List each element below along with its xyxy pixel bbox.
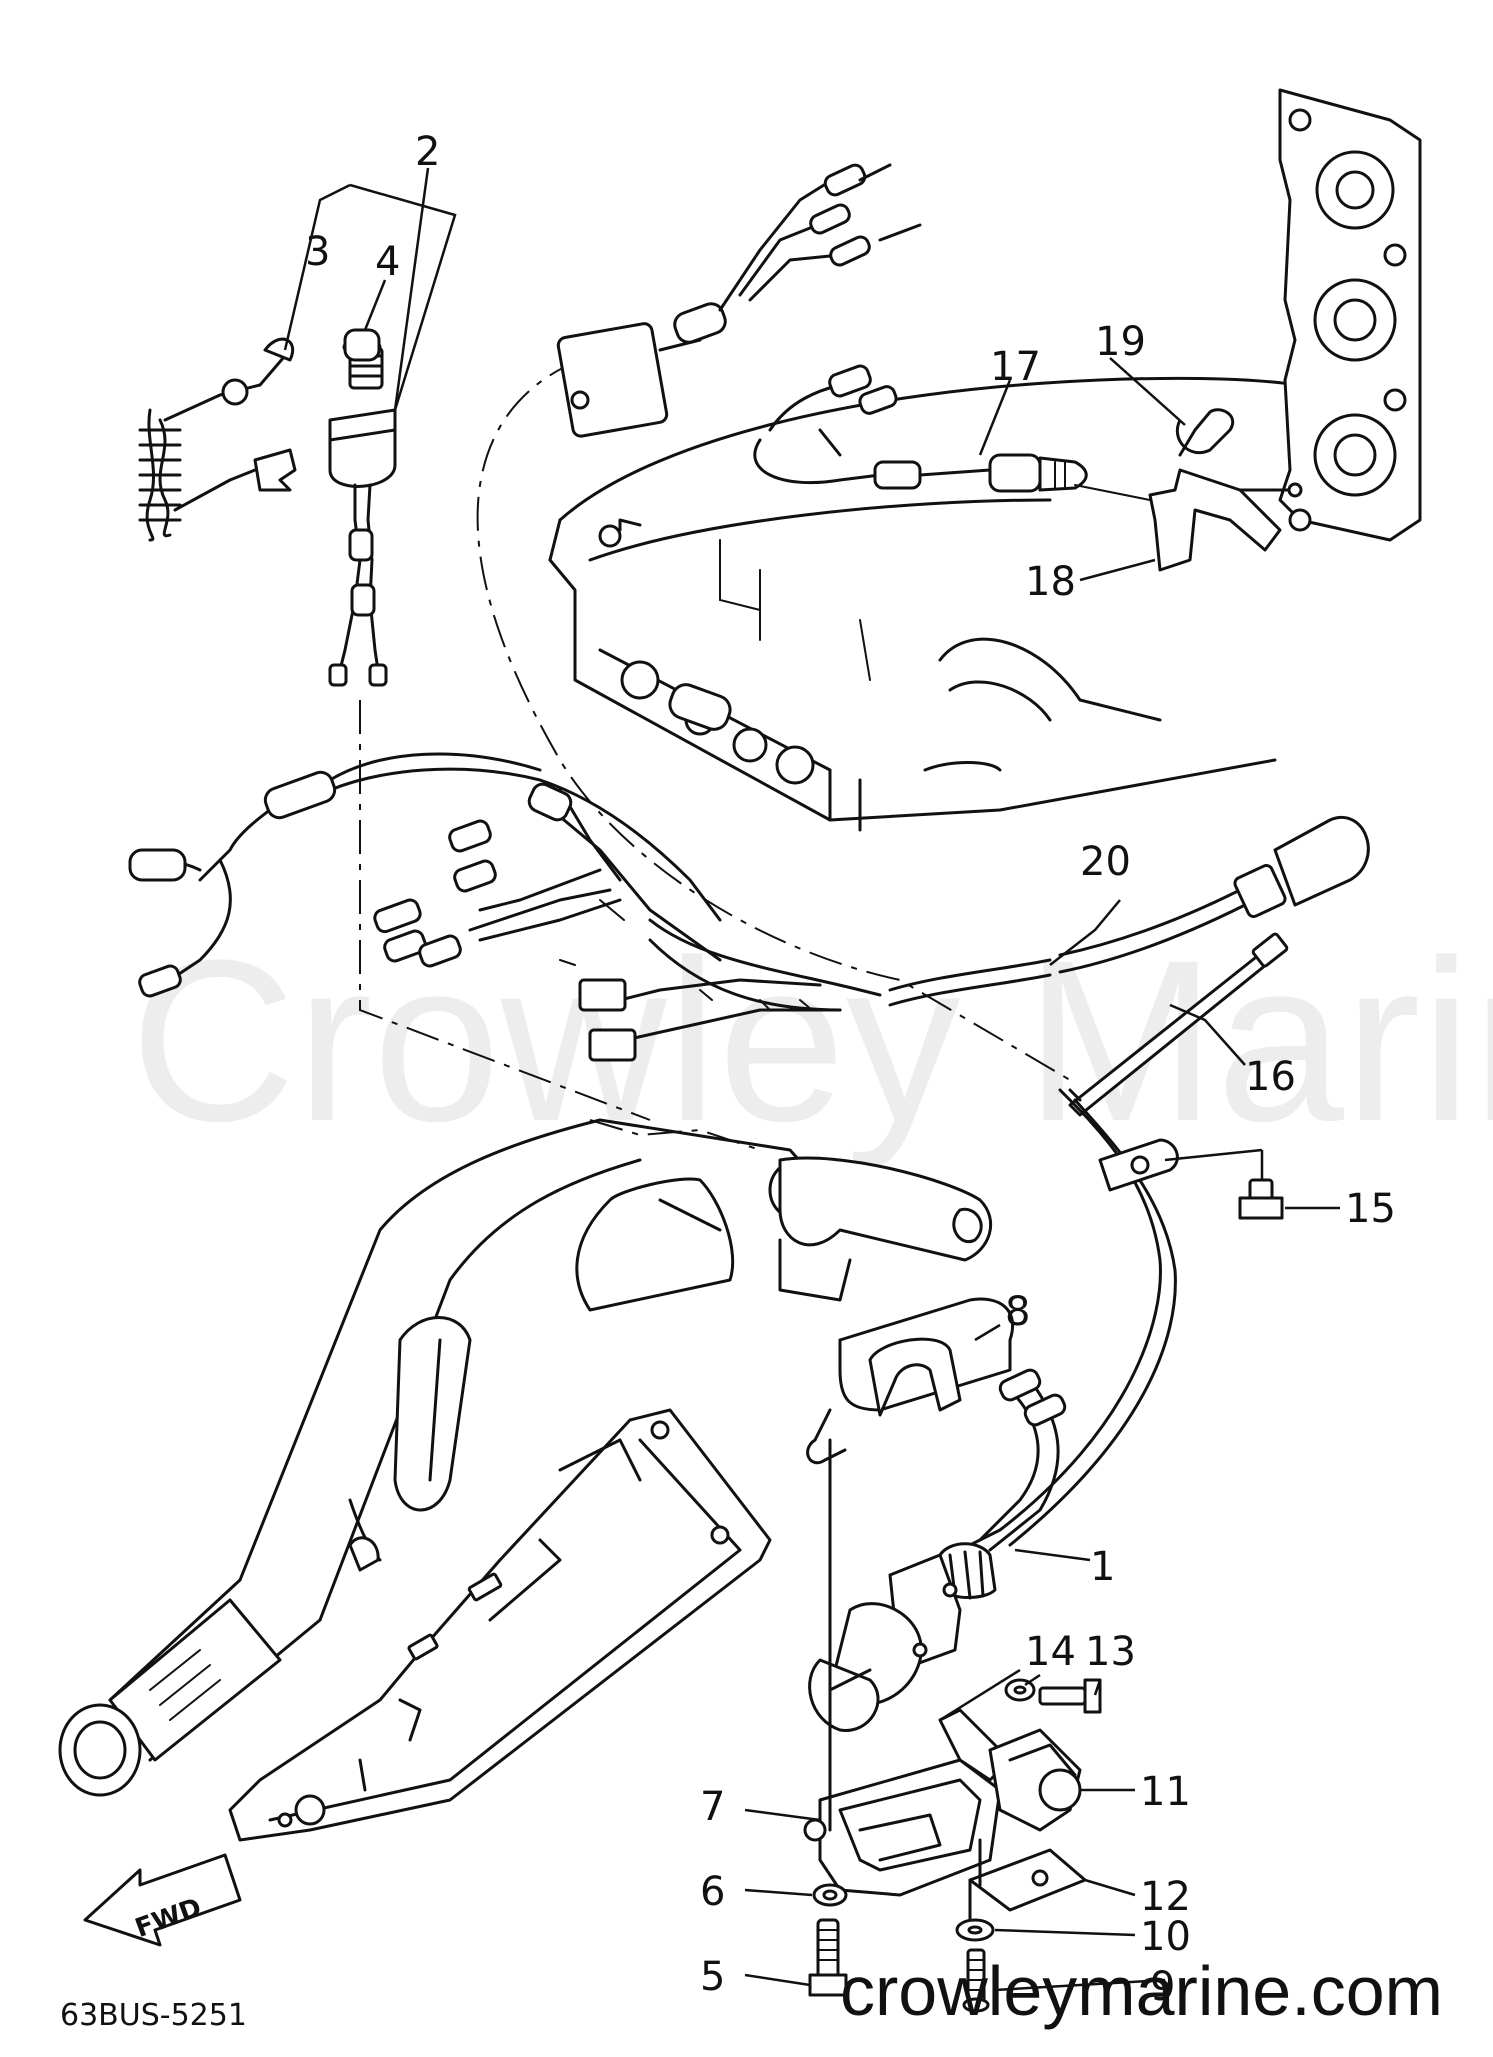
tiller-guide-line <box>589 1119 761 1151</box>
watermark-url: crowleymarine.com <box>840 1952 1443 2030</box>
bolt-15 <box>1238 1178 1284 1220</box>
washer-10 <box>955 1918 995 1942</box>
key-switch-1 <box>808 1368 1067 1732</box>
callout-7: 7 <box>700 1784 725 1830</box>
watermark-center: Crowley Marine <box>130 912 1493 1169</box>
callout-12: 12 <box>1140 1874 1191 1920</box>
washer-6 <box>812 1883 848 1907</box>
bolt-5 <box>808 1918 848 1997</box>
callout-5: 5 <box>700 1954 725 2000</box>
main-harness <box>128 752 882 1062</box>
callout-19: 19 <box>1095 319 1146 365</box>
bottom-cover <box>228 1408 772 1842</box>
callout-9: 9 <box>1150 1964 1175 2010</box>
screw-9 <box>962 1948 990 2013</box>
cable-20 <box>888 816 1370 1007</box>
callout-1: 1 <box>1090 1544 1115 1590</box>
kill-switch-2 <box>328 346 397 687</box>
callout-20: 20 <box>1080 839 1131 885</box>
callouts: 1 2 3 4 5 6 7 8 9 10 11 12 13 14 15 16 1… <box>305 129 1396 2010</box>
top-harness <box>556 163 922 438</box>
bolt-13 <box>1038 1678 1102 1714</box>
callout-18: 18 <box>1025 559 1076 605</box>
callout-14: 14 <box>1025 1629 1076 1675</box>
clip-19 <box>1175 408 1234 457</box>
exhaust-plate <box>1278 88 1422 542</box>
callout-4: 4 <box>375 239 400 285</box>
bracket-18 <box>1148 468 1303 572</box>
sensor-leader <box>1074 484 1151 501</box>
forward-arrow: FWD <box>83 1853 242 1947</box>
lower-cowling <box>548 376 1292 832</box>
callout-17: 17 <box>990 344 1041 390</box>
cover-8 <box>806 1297 1015 1464</box>
diagram-code: 63BUS-5251 <box>60 1998 247 2033</box>
callout-16: 16 <box>1245 1054 1296 1100</box>
key-switch-harness <box>958 1088 1179 1552</box>
leader-lines <box>283 167 1340 1992</box>
callout-11: 11 <box>1140 1769 1191 1815</box>
tiller-handle <box>58 1118 993 1797</box>
cap-4 <box>342 328 382 362</box>
lanyard-3 <box>138 337 297 542</box>
callout-13: 13 <box>1085 1629 1136 1675</box>
callout-8: 8 <box>1005 1289 1030 1335</box>
cowling-guide-line <box>476 359 1071 1081</box>
sensor-17 <box>753 364 1088 493</box>
callout-3: 3 <box>305 229 330 275</box>
callout-2: 2 <box>415 129 440 175</box>
callout-10: 10 <box>1140 1914 1191 1960</box>
callout-6: 6 <box>700 1869 725 1915</box>
cable-tie-16 <box>1068 932 1289 1117</box>
stop-switch-11 <box>988 1728 1082 1832</box>
switch-guide-line <box>359 700 651 1121</box>
callout-15: 15 <box>1345 1186 1396 1232</box>
